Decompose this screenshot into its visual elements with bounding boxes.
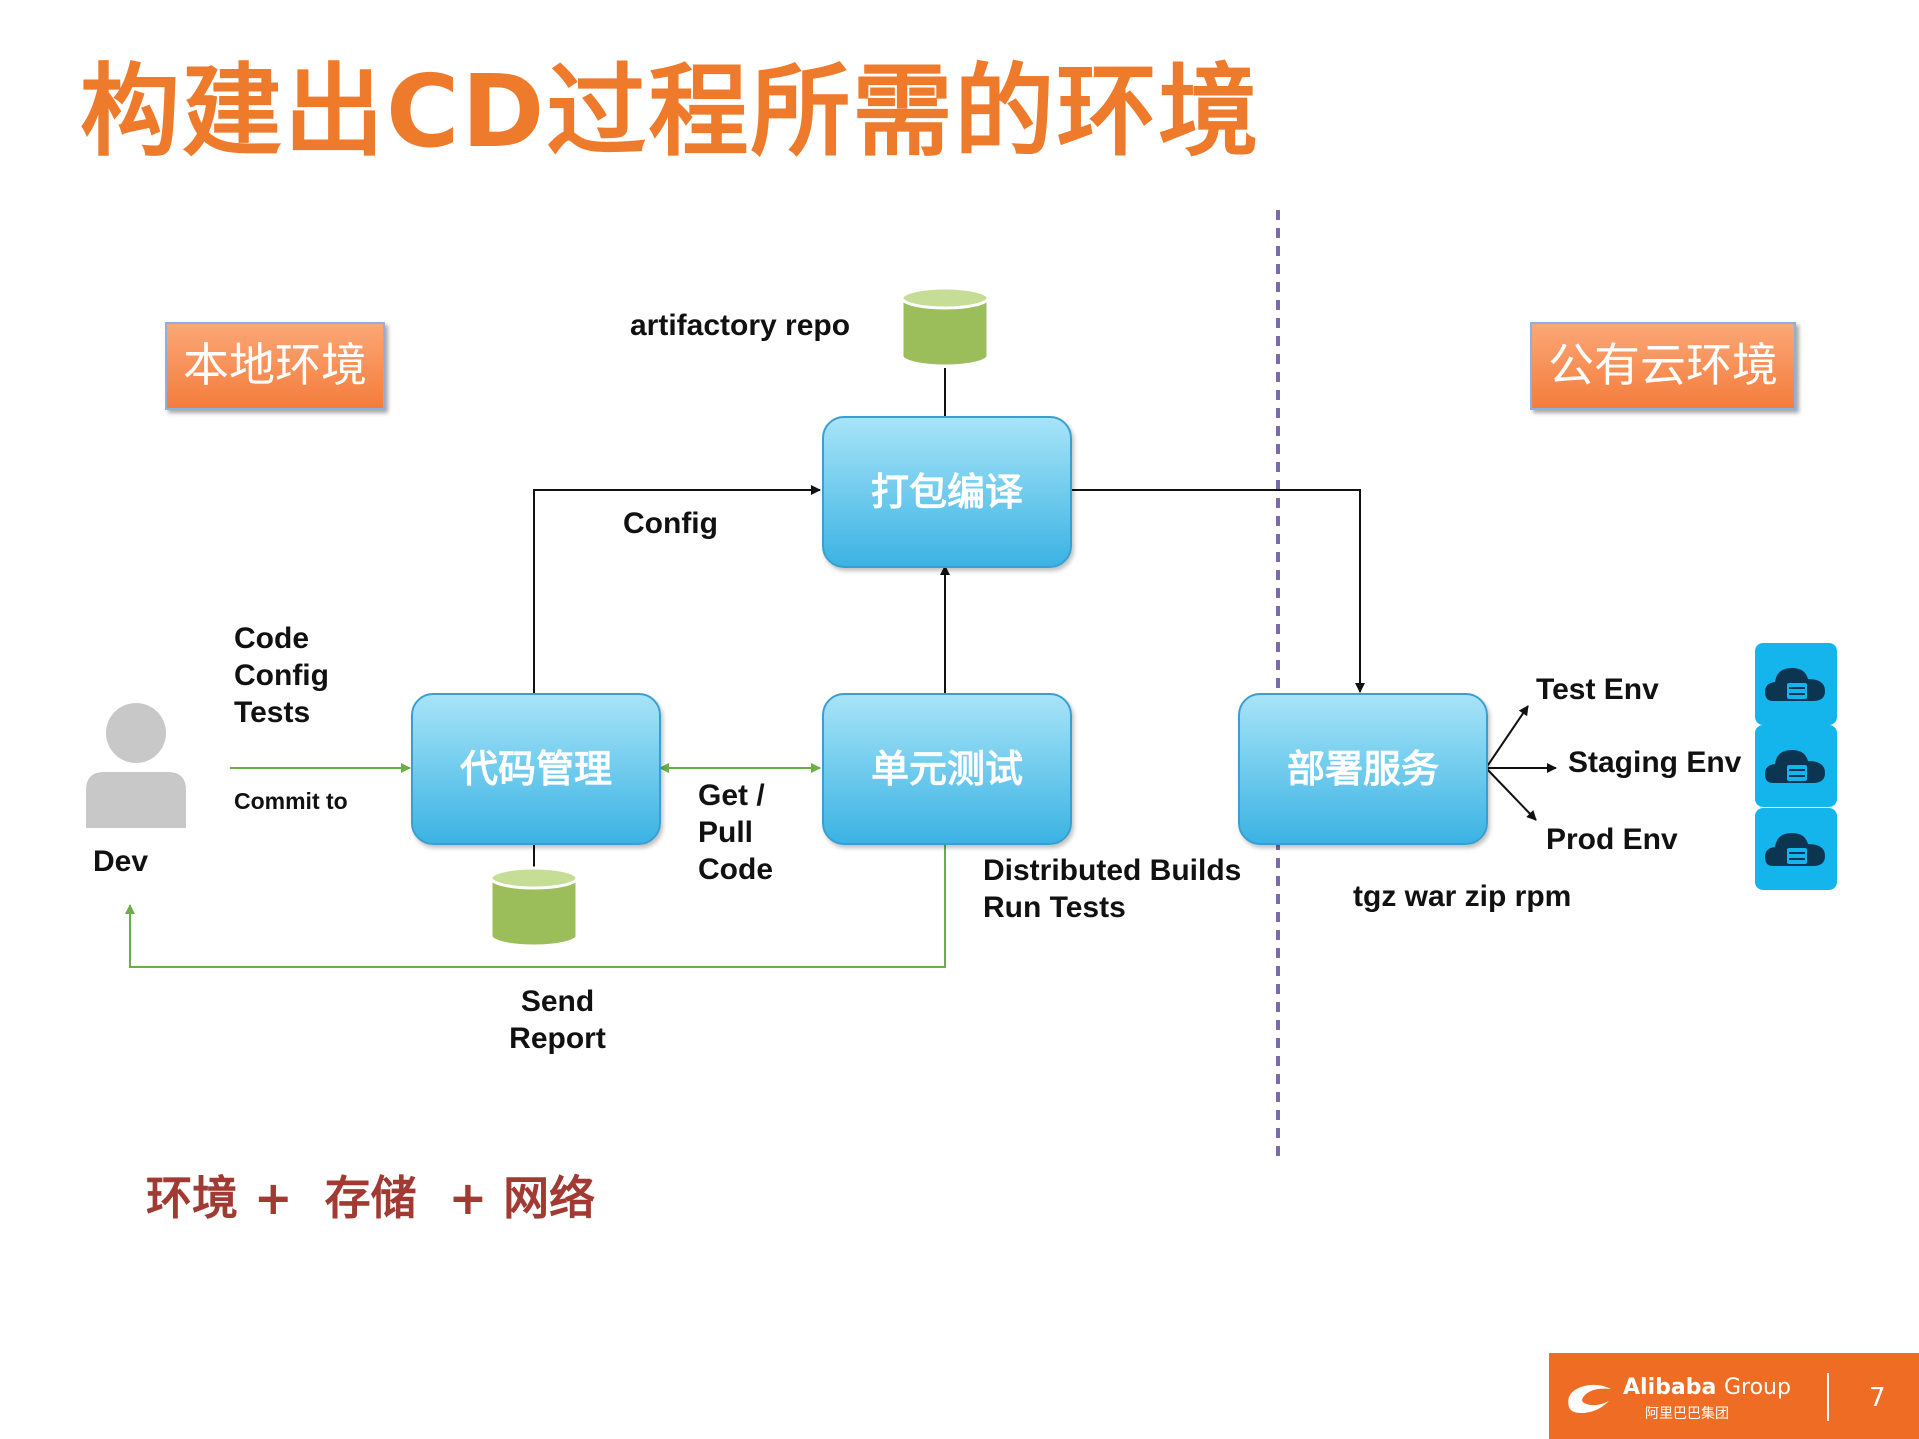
footer-divider — [1827, 1373, 1829, 1421]
get-text: Get / — [698, 779, 765, 812]
config-label: Config — [623, 507, 718, 540]
deploy-arrow — [1069, 489, 1365, 693]
group-text: Group — [1723, 1375, 1791, 1400]
scm-db-icon — [489, 866, 579, 948]
distributed-builds-label: Distributed Builds Run Tests — [983, 852, 1241, 926]
summary-text: 环境 + 存储 + 网络 — [146, 1171, 596, 1225]
unit-test-box[interactable]: 单元测试 — [822, 693, 1072, 845]
footer-bar: Alibaba Group 阿里巴巴集团 7 — [1549, 1353, 1919, 1439]
deploy-service-box[interactable]: 部署服务 — [1238, 693, 1488, 845]
page-title: 构建出CD过程所需的环境 — [80, 53, 1261, 170]
tests-text: Tests — [234, 696, 311, 729]
distributed-text: Distributed Builds — [983, 854, 1242, 887]
dev-avatar-icon — [86, 703, 186, 828]
page-number: 7 — [1869, 1383, 1886, 1413]
code-management-box[interactable]: 代码管理 — [411, 693, 661, 845]
run-tests-text: Run Tests — [983, 891, 1126, 924]
test-env-label: Test Env — [1536, 673, 1659, 706]
brand-name: Alibaba Group — [1623, 1375, 1791, 1400]
code-text: Code — [234, 622, 309, 655]
cloud-env-tag: 公有云环境 — [1530, 322, 1796, 410]
local-env-tag: 本地环境 — [165, 322, 385, 410]
brand-text: Alibaba — [1623, 1375, 1717, 1400]
package-formats-label: tgz war zip rpm — [1353, 880, 1572, 913]
test-cloud-icon — [1755, 643, 1837, 725]
commit-contents-label: Code Config Tests — [234, 620, 329, 731]
pull-text: Pull — [698, 816, 754, 849]
package-compile-box[interactable]: 打包编译 — [822, 416, 1072, 568]
dev-label: Dev — [93, 845, 149, 878]
brand-cn-text: 阿里巴巴集团 — [1645, 1406, 1729, 1422]
get-pull-label: Get / Pull Code — [698, 777, 773, 888]
alibaba-logo-icon — [1568, 1384, 1611, 1413]
prod-env-label: Prod Env — [1546, 823, 1678, 856]
artifactory-label: artifactory repo — [630, 309, 851, 342]
staging-env-label: Staging Env — [1568, 746, 1742, 779]
test-env-arrow — [1485, 705, 1529, 769]
artifactory-db-icon — [900, 286, 990, 368]
commit-to-label: Commit to — [234, 788, 348, 814]
config-arrow — [533, 485, 821, 693]
staging-cloud-icon — [1755, 725, 1837, 807]
code-text: Code — [698, 853, 773, 886]
prod-env-arrow — [1485, 767, 1537, 821]
prod-cloud-icon — [1755, 808, 1837, 890]
send-text: Send — [520, 985, 595, 1018]
config-text: Config — [234, 659, 329, 692]
report-text: Report — [509, 1022, 606, 1055]
report-arrow — [125, 843, 946, 968]
send-report-label: Send Report — [505, 983, 610, 1057]
